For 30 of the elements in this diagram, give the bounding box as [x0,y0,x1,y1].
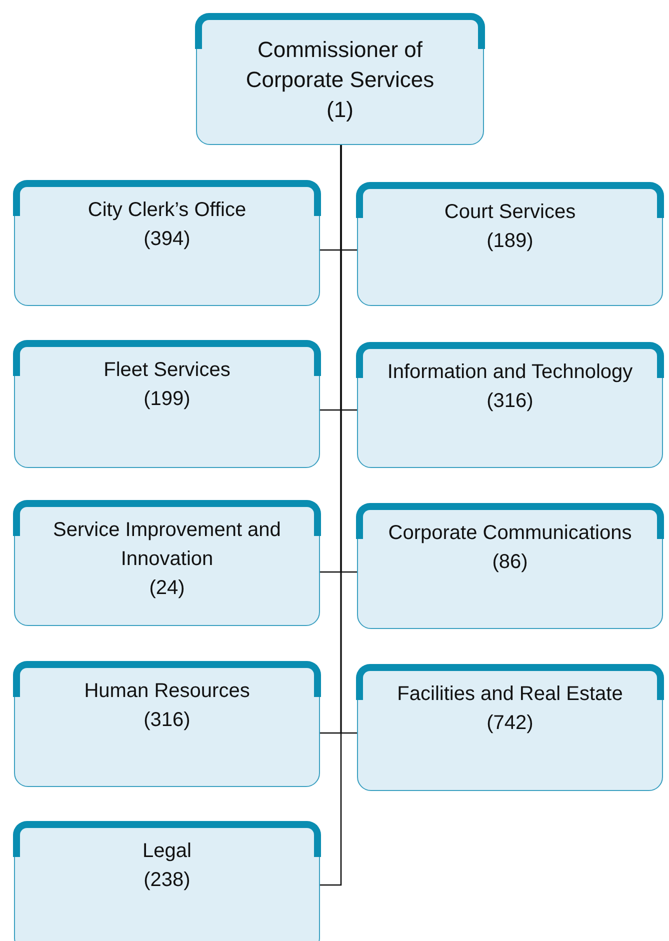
org-unit-box [14,181,320,306]
staff-count: (742) [486,711,534,736]
org-unit-box [357,343,663,468]
staff-count: (199) [144,387,190,412]
org-unit-box [357,183,663,306]
unit-name: Legal [142,839,192,864]
org-unit-box [196,14,484,145]
unit-name: Facilities and Real Estate [397,682,623,707]
staff-count: (1) [326,96,354,124]
staff-count: (189) [486,229,534,254]
unit-name: Service Improvement and Innovation [52,518,282,572]
org-unit-box [14,822,320,941]
staff-count: (316) [144,708,190,733]
unit-name: Information and Technology [387,360,633,385]
org-unit-box [357,665,663,791]
org-unit-box [14,662,320,787]
staff-count: (24) [149,576,185,601]
org-unit-box [14,501,320,626]
staff-count: (316) [486,389,534,414]
staff-count: (238) [144,868,190,893]
unit-name: Commissioner of Corporate Services [244,36,436,94]
org-unit-box [14,341,320,468]
staff-count: (86) [492,550,528,575]
unit-name: Fleet Services [104,358,230,383]
staff-count: (394) [144,227,190,252]
unit-name: Court Services [444,200,576,225]
unit-name: Corporate Communications [388,521,632,546]
org-unit-box [357,504,663,629]
unit-name: Human Resources [84,679,250,704]
unit-name: City Clerk’s Office [88,198,246,223]
